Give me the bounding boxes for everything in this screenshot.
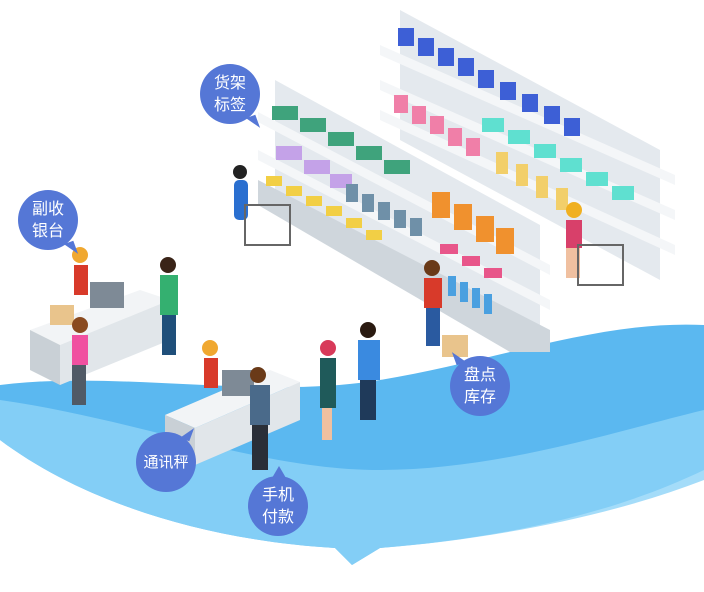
sub-checkout-line1: 副收 — [31, 199, 64, 218]
shoppers — [72, 165, 624, 470]
inventory-bubble[interactable]: 盘点 库存 — [450, 356, 510, 416]
mobile-pay-bubble[interactable]: 手机 付款 — [248, 466, 308, 536]
sub-checkout-bubble[interactable]: 副收 银台 — [18, 190, 78, 250]
scale-label: 通讯秤 — [143, 453, 189, 471]
mobile-pay-line2: 付款 — [261, 507, 294, 526]
inventory-line2: 库存 — [463, 387, 496, 406]
mobile-pay-line1: 手机 — [261, 485, 294, 504]
shelf-label-line1: 货架 — [213, 73, 246, 92]
front-shelf — [258, 80, 550, 352]
sub-checkout-counter — [30, 282, 170, 385]
shelf-label-bubble[interactable]: 货架 标签 — [200, 64, 260, 124]
shelf-label-line2: 标签 — [213, 95, 246, 114]
inventory-line1: 盘点 — [463, 365, 496, 384]
sub-checkout-line2: 银台 — [31, 221, 64, 240]
scale-bubble[interactable]: 通讯秤 — [136, 432, 196, 492]
back-shelf — [380, 10, 675, 280]
